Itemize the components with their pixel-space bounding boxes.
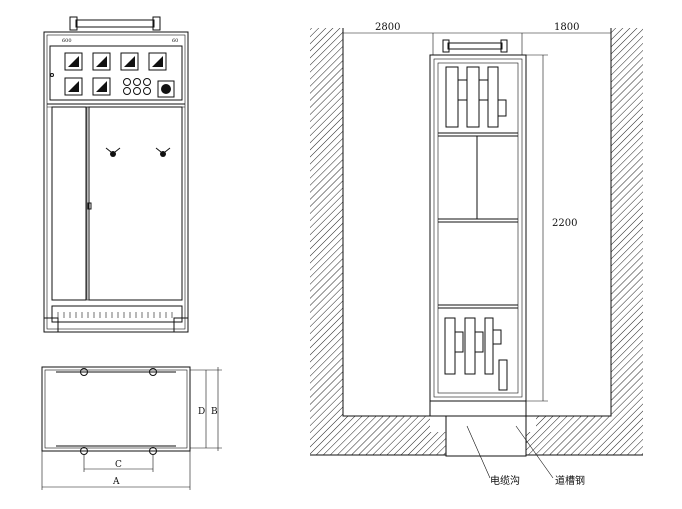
callout-cable-trench: 电缆沟 xyxy=(490,474,520,487)
cabinet-outline xyxy=(43,31,189,333)
meter-label-left: 600 xyxy=(62,38,72,44)
left-door xyxy=(51,106,87,301)
channel-steel xyxy=(429,400,527,417)
base-frame-outline xyxy=(41,366,191,452)
selector-switch-icon xyxy=(157,80,175,98)
dim-right-clearance: 1800 xyxy=(554,22,579,33)
vent-slots xyxy=(57,312,173,318)
indicator-lamp-icon xyxy=(123,78,151,95)
lifting-bar xyxy=(75,19,155,28)
breaker-icon xyxy=(444,317,508,391)
dim-label-a: A xyxy=(112,477,120,487)
dim-label-b: B xyxy=(211,407,218,417)
dim-label-c: C xyxy=(115,460,122,470)
vent-strip xyxy=(51,305,183,323)
meter-icon xyxy=(64,77,111,96)
cable-trench xyxy=(445,415,527,457)
dim-left-clearance: 2800 xyxy=(375,22,400,33)
mounting-hole-icon xyxy=(80,368,157,455)
cabinet-side-outline xyxy=(429,54,527,402)
meter-icon xyxy=(64,52,167,71)
dim-height: 2200 xyxy=(552,218,577,229)
right-door xyxy=(88,106,183,301)
installation-section-view: 2800 1800 xyxy=(310,22,643,487)
cabinet-bottom-view: C A D B xyxy=(41,366,222,490)
door-handle-icon xyxy=(105,147,171,157)
callout-channel-steel: 道槽钢 xyxy=(555,474,585,487)
instrument-panel xyxy=(49,45,183,101)
cabinet-front-view: 600 60 xyxy=(43,16,189,333)
meter-label-right: 60 xyxy=(172,38,178,44)
dim-label-d: D xyxy=(198,407,205,417)
breaker-icon xyxy=(445,66,507,128)
wall-hatching xyxy=(310,28,643,455)
compartment-dividers xyxy=(438,132,518,309)
